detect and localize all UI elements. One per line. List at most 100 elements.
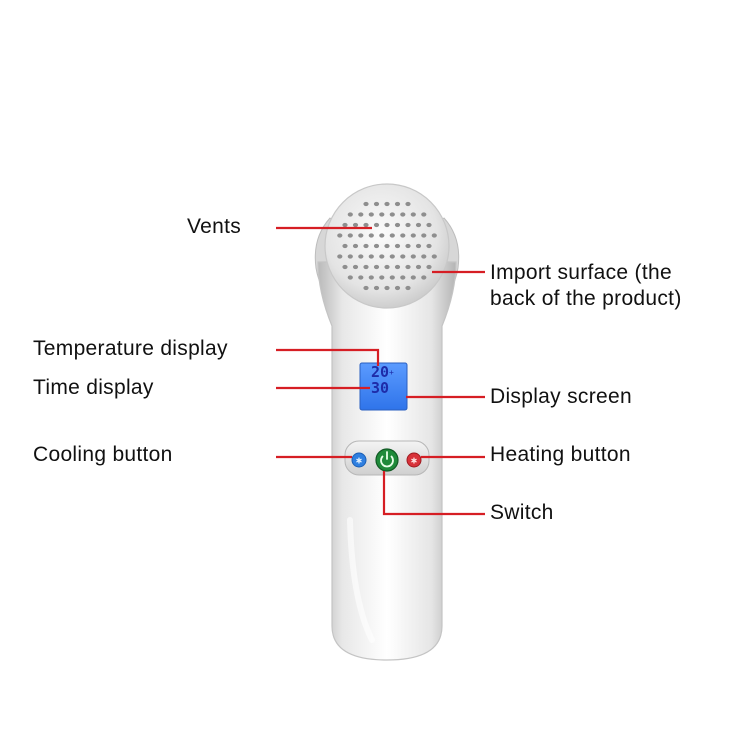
vent-hole <box>410 233 416 238</box>
vent-hole <box>363 285 369 291</box>
vent-hole <box>342 243 348 249</box>
vent-hole <box>358 233 364 238</box>
vent-hole <box>384 285 390 291</box>
vent-hole <box>352 264 359 270</box>
vent-hole <box>389 275 395 280</box>
vent-hole <box>426 264 432 270</box>
vent-hole <box>400 212 406 217</box>
vent-hole <box>358 275 364 280</box>
vent-hole <box>337 254 343 259</box>
vent-hole <box>368 254 374 259</box>
body-highlight <box>347 517 375 643</box>
label-heating-button: Heating button <box>490 443 631 466</box>
vent-hole <box>426 243 432 249</box>
vent-hole <box>379 233 385 238</box>
vent-hole <box>405 264 411 270</box>
vent-hole <box>352 243 359 249</box>
vent-hole <box>352 222 359 228</box>
vent-hole <box>405 201 411 207</box>
vent-hole <box>384 243 390 249</box>
vent-hole <box>410 212 416 217</box>
temperature-readout: 20 <box>371 363 389 381</box>
vent-hole <box>368 275 374 280</box>
vent-hole <box>358 212 364 217</box>
vent-hole <box>394 285 401 291</box>
vent-hole <box>342 264 348 270</box>
display-screen <box>359 362 408 411</box>
vent-hole <box>373 264 380 270</box>
vent-hole <box>384 222 390 228</box>
label-import-surface-line1: Import surface (the <box>490 261 672 284</box>
vent-hole <box>347 254 353 259</box>
vent-hole <box>389 233 395 238</box>
switch-button[interactable] <box>375 448 399 472</box>
vent-hole <box>373 285 380 291</box>
vent-hole <box>410 275 416 280</box>
vent-hole <box>358 254 364 259</box>
vent-hole <box>373 201 380 207</box>
vent-hole <box>410 254 416 259</box>
time-readout: 30 <box>371 379 389 397</box>
vent-hole <box>379 254 385 259</box>
vent-hole <box>431 254 437 259</box>
vent-hole <box>394 264 401 270</box>
vent-hole <box>415 243 422 249</box>
leader-temperature <box>276 348 380 366</box>
vent-hole <box>379 212 385 217</box>
vent-hole <box>347 212 353 217</box>
vent-hole <box>421 254 427 259</box>
temperature-unit-mark: + <box>389 368 394 377</box>
vent-hole <box>415 264 422 270</box>
label-temperature-display: Temperature display <box>33 337 228 360</box>
label-cooling-button: Cooling button <box>33 443 173 466</box>
vent-hole <box>368 212 374 217</box>
vent-hole <box>389 254 395 259</box>
vent-hole <box>368 233 374 238</box>
label-display-screen: Display screen <box>490 385 632 408</box>
vent-hole <box>426 222 432 228</box>
vent-hole <box>389 212 395 217</box>
vent-hole <box>400 233 406 238</box>
vent-hole <box>400 254 406 259</box>
label-vents: Vents <box>187 215 242 238</box>
label-switch: Switch <box>490 501 554 524</box>
label-import-surface: Import surface (the back of the product) <box>490 260 682 313</box>
vent-hole <box>421 212 427 217</box>
leader-lines <box>276 226 485 516</box>
vent-hole <box>363 243 369 249</box>
vent-hole <box>342 222 348 228</box>
vent-hole <box>373 222 380 228</box>
vent-hole <box>400 275 406 280</box>
vent-hole <box>384 201 390 207</box>
cooling-button[interactable] <box>351 452 367 468</box>
vent-hole <box>347 275 353 280</box>
vent-hole <box>405 222 411 228</box>
vent-hole <box>347 233 353 238</box>
vent-hole <box>394 222 401 228</box>
vent-hole <box>373 243 380 249</box>
vent-hole <box>379 275 385 280</box>
vent-hole <box>405 285 411 291</box>
vent-holes <box>337 201 437 291</box>
vent-hole <box>421 275 427 280</box>
vent-hole <box>431 233 437 238</box>
vent-hole <box>363 264 369 270</box>
label-time-display: Time display <box>33 376 154 399</box>
vent-hole <box>405 243 411 249</box>
vent-hole <box>363 201 369 207</box>
vent-hole <box>394 201 401 207</box>
snowflake-icon: ✱ <box>356 457 363 466</box>
power-icon <box>380 455 394 468</box>
heating-button[interactable] <box>406 452 422 468</box>
vent-hole <box>415 222 422 228</box>
vent-hole <box>363 222 369 228</box>
vent-hole <box>337 233 343 238</box>
vent-hole <box>421 233 427 238</box>
label-import-surface-line2: back of the product) <box>490 287 682 311</box>
vent-hole <box>394 243 401 249</box>
leader-switch <box>382 471 485 516</box>
vent-hole <box>384 264 390 270</box>
flame-icon: ✱ <box>411 457 418 466</box>
